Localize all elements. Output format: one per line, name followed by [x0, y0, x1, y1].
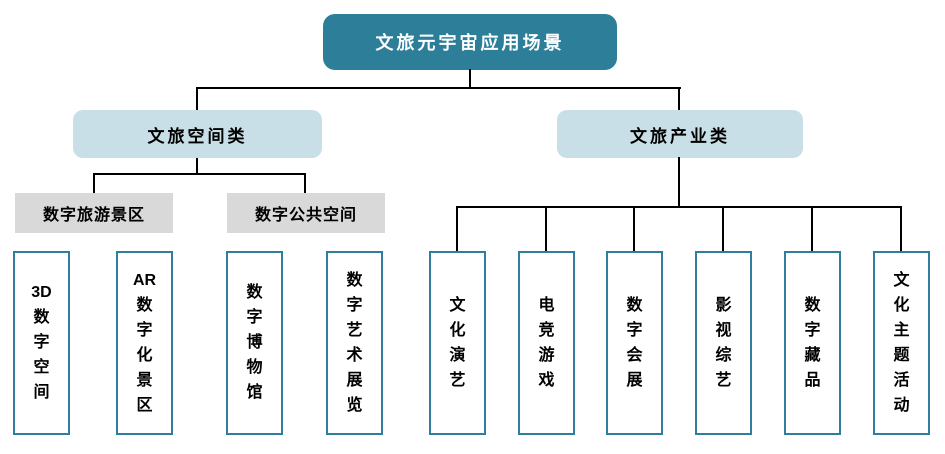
leaf-node-cultural-theme-activity-label: 文化主题活动 — [893, 271, 910, 414]
branch-node-industry-label: 文旅产业类 — [630, 126, 730, 146]
leaf-node-cultural-theme-activity: 文化主题活动 — [873, 251, 930, 435]
leaf-node-cultural-performance: 文化演艺 — [429, 251, 486, 435]
connector-branch-right-drop — [678, 87, 680, 111]
connector-space-drop — [196, 158, 198, 175]
leaf-node-digital-collectibles-label: 数字藏品 — [804, 296, 821, 389]
connector-root-drop — [469, 69, 471, 89]
connector-industry-drop — [678, 157, 680, 208]
leaf-node-film-tv-variety: 影视综艺 — [695, 251, 752, 435]
group-node-public-space: 数字公共空间 — [227, 193, 385, 233]
connector-leaf7-drop — [633, 206, 635, 252]
leaf-node-esports-gaming-label: 电竞游戏 — [538, 296, 555, 389]
group-node-scenic-area: 数字旅游景区 — [15, 193, 173, 233]
root-node-label: 文旅元宇宙应用场景 — [375, 33, 565, 53]
root-node: 文旅元宇宙应用场景 — [323, 14, 617, 70]
leaf-node-digital-art-exhibition-label: 数字艺术展览 — [346, 271, 363, 414]
connector-leaf10-drop — [900, 206, 902, 252]
branch-node-industry: 文旅产业类 — [557, 110, 803, 158]
connector-industry-rail — [456, 206, 902, 208]
connector-level1-rail — [196, 87, 681, 89]
leaf-node-digital-museum-label: 数字博物馆 — [246, 284, 263, 401]
connector-group2-drop — [304, 173, 306, 193]
leaf-node-digital-exhibition-label: 数字会展 — [626, 296, 643, 389]
connector-leaf9-drop — [811, 206, 813, 252]
leaf-node-digital-exhibition: 数字会展 — [606, 251, 663, 435]
connector-leaf5-drop — [456, 206, 458, 252]
branch-node-space: 文旅空间类 — [73, 110, 322, 158]
group-node-scenic-area-label: 数字旅游景区 — [42, 207, 145, 224]
leaf-node-digital-collectibles: 数字藏品 — [784, 251, 841, 435]
connector-group1-drop — [93, 173, 95, 193]
leaf-node-esports-gaming: 电竞游戏 — [518, 251, 575, 435]
connector-branch-left-drop — [196, 87, 198, 111]
connector-leaf6-drop — [545, 206, 547, 252]
branch-node-space-label: 文旅空间类 — [147, 126, 248, 146]
leaf-node-cultural-performance-label: 文化演艺 — [449, 296, 466, 389]
leaf-node-digital-museum: 数字博物馆 — [226, 251, 283, 435]
leaf-node-film-tv-variety-label: 影视综艺 — [715, 296, 732, 389]
connector-leaf8-drop — [722, 206, 724, 252]
group-node-public-space-label: 数字公共空间 — [254, 207, 357, 224]
leaf-node-digital-art-exhibition: 数字艺术展览 — [326, 251, 383, 435]
connector-space-rail — [93, 173, 306, 175]
